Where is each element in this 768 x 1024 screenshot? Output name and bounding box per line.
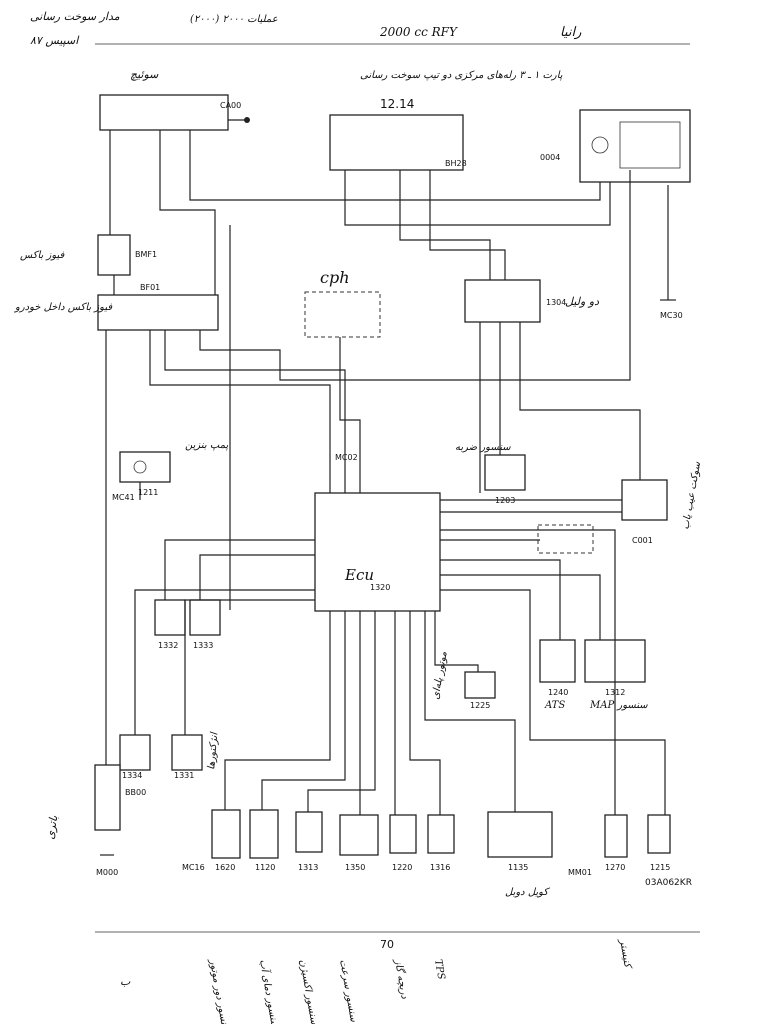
1620-code: 1620 <box>215 863 235 872</box>
mc02-code: MC02 <box>335 453 358 462</box>
1350-box <box>339 814 379 856</box>
bottom-note-4: سنسور سرعت <box>337 959 359 1024</box>
1225-label: موتور پله‌ای <box>430 650 449 700</box>
1120-code: 1120 <box>255 863 275 872</box>
1350-code: 1350 <box>345 863 365 872</box>
page-number: 70 <box>380 938 394 951</box>
c001-dashed-box <box>537 524 594 554</box>
header-note-3: اسپیس ۸۷ <box>30 34 80 47</box>
1304-box <box>464 279 541 323</box>
mc30-code: MC30 <box>660 311 683 320</box>
cph-box <box>304 291 381 338</box>
1312-label: MAP سنسور <box>589 700 648 711</box>
1334-box <box>119 734 151 771</box>
1240-label: ATS <box>544 700 565 711</box>
ecu-box <box>314 492 441 612</box>
1313-box <box>295 811 323 853</box>
ecu-code: 1320 <box>370 583 390 592</box>
battery-label: باتری <box>43 814 60 840</box>
1215-code: 1215 <box>650 863 670 872</box>
ca00-label: سوئیچ <box>130 68 159 81</box>
bh28-box <box>329 114 464 171</box>
c001-code: C001 <box>632 536 653 545</box>
1270-code: 1270 <box>605 863 625 872</box>
mc16-code: MC16 <box>182 863 205 872</box>
1331-code: 1331 <box>174 771 194 780</box>
1211-label: پمپ بنزین <box>185 440 228 451</box>
1220-code: 1220 <box>392 863 412 872</box>
bottom-note-5: دریچه گاز <box>392 956 411 1000</box>
bmf1-code: BMF1 <box>135 250 157 259</box>
bf01-box <box>97 294 219 331</box>
key-icon <box>244 117 250 123</box>
1331-box <box>171 734 203 771</box>
0004-gauge-icon <box>591 136 609 154</box>
header-note-1: مدار سوخت رسانی <box>30 10 120 23</box>
c001-label: سوکت عیب یاب <box>680 460 703 530</box>
m000-code: M000 <box>96 868 118 877</box>
1333-box <box>189 599 221 636</box>
1120-box <box>249 809 279 859</box>
1225-code: 1225 <box>470 701 490 710</box>
1135-code: 1135 <box>508 863 528 872</box>
bottom-notes: سنسور دور موتور سنسور دمای آب سنسور اکسی… <box>207 937 633 1024</box>
1211-box <box>119 451 171 483</box>
header-note-2: عملیات ۲۰۰۰ (۲۰۰۰) <box>190 14 278 25</box>
ca00-code: CA00 <box>220 101 241 110</box>
bf01-code: BF01 <box>140 283 160 292</box>
1203-box <box>484 454 526 491</box>
1316-box <box>427 814 455 854</box>
bottom-note-1: سنسور دور موتور <box>207 957 231 1024</box>
bh28-code: BH28 <box>445 159 467 168</box>
1135-box <box>487 811 553 858</box>
0004-box <box>579 109 691 183</box>
1240-box <box>539 639 576 683</box>
1215-box <box>647 814 671 854</box>
1225-box <box>464 671 496 699</box>
header-title-right: رانیا <box>560 25 582 40</box>
bottom-note-3: سنسور اکسیژن <box>297 959 319 1024</box>
bmf1-label: فیوز باکس <box>20 250 65 261</box>
1270-box <box>604 814 628 858</box>
c001-box <box>621 479 668 521</box>
bottom-note-2: سنسور دمای آب <box>257 958 282 1024</box>
1331-label: انژکتورها <box>206 731 220 770</box>
1240-code: 1240 <box>548 688 568 697</box>
0004-inner <box>619 121 681 169</box>
ca00-box <box>99 94 229 131</box>
mm01-code: MM01 <box>568 868 592 877</box>
cph-note: cph <box>320 268 350 287</box>
1220-box <box>389 814 417 854</box>
bb00-code: BB00 <box>125 788 146 797</box>
1211-code: 1211 <box>138 488 158 497</box>
ecu-note: Ecu <box>344 566 374 584</box>
diagram-ref: 12.14 <box>380 97 414 111</box>
1313-code: 1313 <box>298 863 318 872</box>
mc41-code: MC41 <box>112 493 135 502</box>
wiring-harness <box>105 130 666 815</box>
bottom-note-7: کنیستر <box>617 937 633 971</box>
footnote-left: ب <box>120 975 131 988</box>
battery-box <box>94 764 121 831</box>
1334-code: 1334 <box>122 771 142 780</box>
1135-label: کویل دوبل <box>505 887 550 898</box>
mid-note: پارت ۱ ـ ۳ رله‌های مرکزی دو تیپ سوخت رسا… <box>360 70 563 81</box>
1304-code: 1304 <box>546 298 566 307</box>
header-title: 2000 cc RFY <box>379 25 458 39</box>
1333-code: 1333 <box>193 641 213 650</box>
drawing-code: 03A062KR <box>645 878 692 888</box>
1332-box <box>154 599 186 636</box>
0004-code: 0004 <box>540 153 560 162</box>
bf01-label: فیوز باکس داخل خودرو <box>13 302 112 313</box>
1304-label: دو ولیل <box>565 295 599 308</box>
bmf1-box <box>97 234 131 276</box>
1316-code: 1316 <box>430 863 450 872</box>
1203-label: سنسور ضربه <box>455 442 511 453</box>
pump-icon <box>133 460 147 474</box>
bottom-note-6: TPS <box>432 959 446 981</box>
1620-box <box>211 809 241 859</box>
1332-code: 1332 <box>158 641 178 650</box>
